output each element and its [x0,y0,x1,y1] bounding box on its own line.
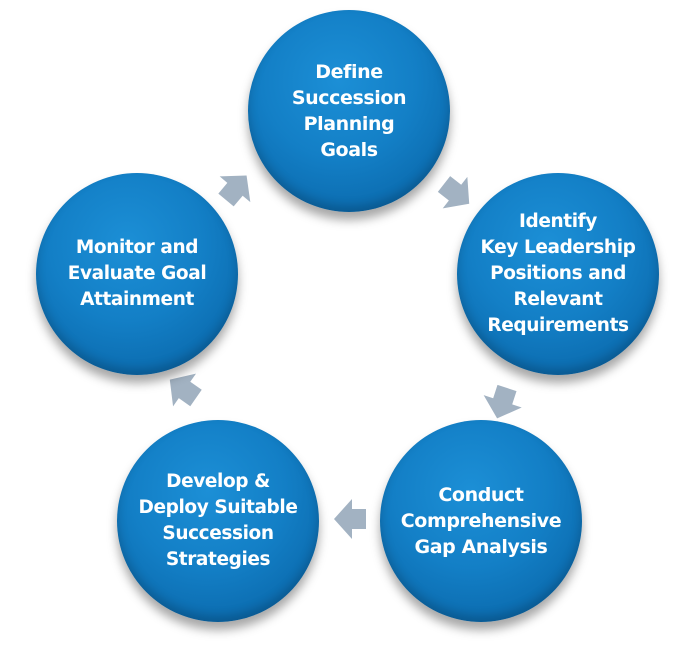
node-label: Define Succession Planning Goals [291,61,407,161]
node-monitor-evaluate: Monitor and Evaluate Goal Attainment [36,173,238,375]
arrow-icon-5-to-1 [218,175,251,207]
node-label: Monitor and Evaluate Goal Attainment [67,237,207,310]
node-label: Develop & Deploy Suitable Succession Str… [138,471,298,570]
arrow-icon-4-to-5 [169,373,202,407]
arrow-icon-1-to-2 [437,176,470,209]
node-label: Identify Key Leadership Positions and Re… [480,211,636,336]
node-define-goals: Define Succession Planning Goals [248,10,450,212]
arrow-icon-3-to-4 [334,499,366,539]
node-develop-strategies: Develop & Deploy Suitable Succession Str… [117,420,319,622]
arrow-icon-2-to-3 [483,384,522,419]
node-gap-analysis: Conduct Comprehensive Gap Analysis [380,420,582,622]
node-label: Conduct Comprehensive Gap Analysis [400,484,562,558]
node-identify-positions: Identify Key Leadership Positions and Re… [457,173,659,375]
